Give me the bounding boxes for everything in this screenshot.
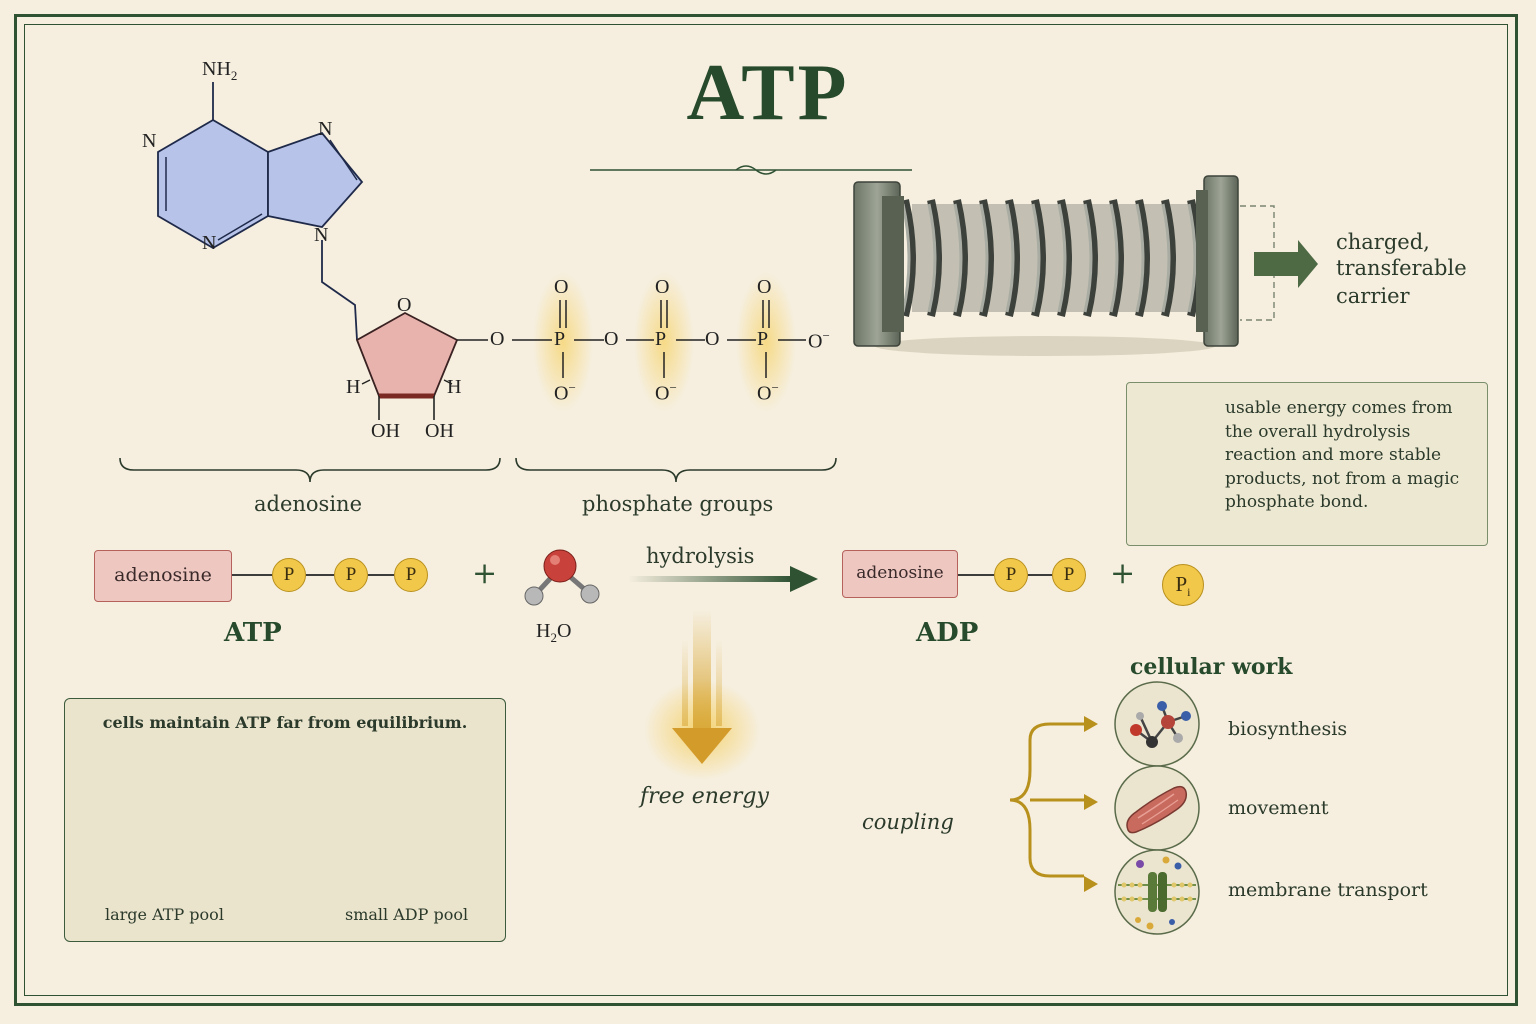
hydrolysis-arrow	[628, 566, 818, 592]
phosphorus-label: P	[757, 328, 769, 350]
spring-caption-line: transferable	[1336, 256, 1467, 280]
spring-illustration	[853, 175, 1318, 356]
ring-oxygen-label: O	[397, 294, 412, 316]
page-title: ATP	[686, 49, 850, 137]
bridge-oxygen-label: O	[705, 328, 720, 350]
atp-phosphate-circle: P	[272, 558, 306, 592]
spring-caption-line: carrier	[1336, 284, 1410, 308]
nitrogen-label: N	[202, 232, 217, 254]
free-energy-arrow	[644, 610, 760, 780]
adp-phosphate-circle: P	[994, 558, 1028, 592]
oxygen-anion-label: O−	[757, 380, 779, 405]
atp-adenosine-box: adenosine	[94, 550, 232, 602]
large-pool-label: large ATP pool	[105, 905, 224, 924]
bridge-oxygen-label: O	[490, 328, 505, 350]
outer-frame	[14, 14, 1518, 1006]
adp-phosphate-circle: P	[1052, 558, 1086, 592]
hydrolysis-label: hydrolysis	[646, 544, 755, 568]
small-pool-label: small ADP pool	[345, 905, 469, 924]
plus-sign: +	[1110, 556, 1136, 591]
muscle-icon	[1114, 765, 1200, 851]
atp-phosphate-circle: P	[394, 558, 428, 592]
plus-sign: +	[472, 556, 498, 591]
hydrogen-label: H	[346, 376, 361, 398]
terminal-oxygen-label: O−	[808, 328, 830, 353]
adenine-ring	[157, 82, 364, 341]
coupling-label: coupling	[862, 810, 954, 834]
hydrogen-label: H	[447, 376, 462, 398]
free-energy-label: free energy	[640, 784, 769, 809]
oxygen-label: O	[655, 276, 670, 298]
phosphorus-label: P	[655, 328, 667, 350]
adp-label: ADP	[916, 618, 979, 648]
pool-title: cells maintain ATP far from equilibrium.	[102, 713, 468, 732]
inorganic-phosphate-circle: Pi	[1162, 564, 1204, 606]
note-box: usable energy comes from the overall hyd…	[1126, 382, 1488, 546]
oxygen-label: O	[554, 276, 569, 298]
phosphate-chain	[512, 272, 806, 412]
adp-adenosine-box: adenosine	[842, 550, 958, 598]
membrane-transport-icon	[1114, 849, 1200, 935]
atp-label: ATP	[224, 618, 282, 648]
note-text: usable energy comes from the overall hyd…	[1225, 398, 1460, 512]
inner-frame	[24, 24, 1508, 996]
braces	[119, 457, 837, 483]
nitrogen-label: N	[318, 118, 333, 140]
nitrogen-label: N	[314, 224, 329, 246]
phosphorus-label: P	[554, 328, 566, 350]
water-molecule-icon	[524, 549, 600, 606]
water-label: H2O	[536, 620, 572, 645]
oxygen-label: O	[757, 276, 772, 298]
hydroxyl-label: OH	[371, 420, 400, 442]
work-item-membrane-transport: membrane transport	[1228, 879, 1428, 901]
oxygen-anion-label: O−	[655, 380, 677, 405]
hydroxyl-label: OH	[425, 420, 454, 442]
spring-caption-line: charged,	[1336, 230, 1430, 254]
ribose-ring	[355, 311, 488, 420]
work-item-biosynthesis: biosynthesis	[1228, 718, 1348, 740]
biosynthesis-icon	[1114, 681, 1200, 767]
nitrogen-label: N	[142, 130, 157, 152]
title-ornament	[590, 165, 912, 175]
atp-phosphate-circle: P	[334, 558, 368, 592]
coupling-arrows	[780, 716, 1098, 892]
adenosine-brace-label: adenosine	[254, 492, 363, 516]
atp-pool-box: cells maintain ATP far from equilibrium.…	[64, 698, 506, 942]
oxygen-anion-label: O−	[554, 380, 576, 405]
phosphate-brace-label: phosphate groups	[582, 492, 774, 516]
amine-label: NH2	[202, 58, 238, 83]
work-item-movement: movement	[1228, 797, 1329, 819]
bridge-oxygen-label: O	[604, 328, 619, 350]
cellular-work-title: cellular work	[1130, 654, 1293, 680]
